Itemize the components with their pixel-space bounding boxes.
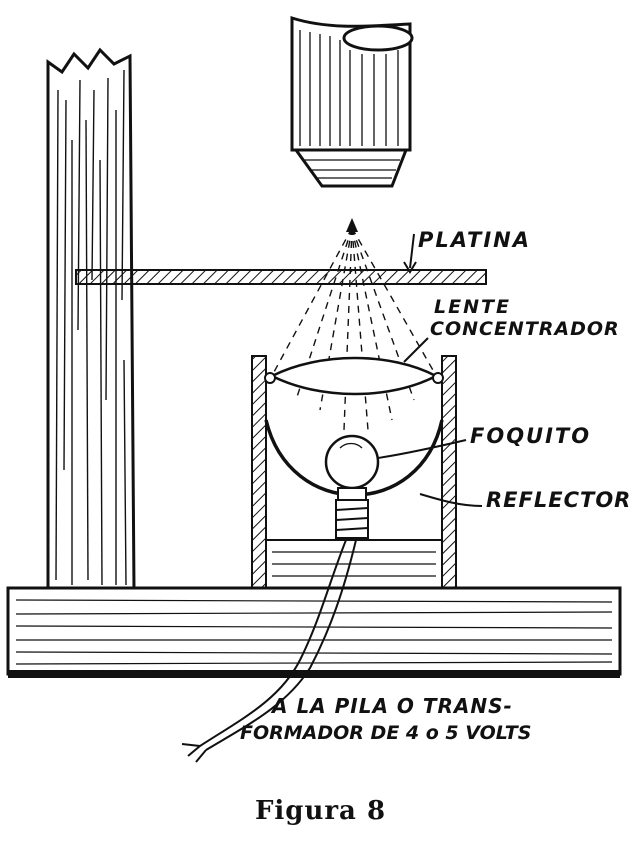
wooden-post: [46, 47, 136, 592]
arrowhead-platina: [403, 261, 417, 274]
light-cone: [273, 227, 435, 431]
label-concentrador: CONCENTRADOR: [430, 318, 620, 340]
label-power-line2: FORMADOR DE 4 o 5 VOLTS: [240, 722, 532, 744]
arrow-reflector: [419, 493, 483, 507]
label-platina: PLATINA: [418, 228, 531, 252]
arrow-foquito: [377, 439, 467, 459]
objective-tube: [290, 15, 414, 188]
label-reflector: REFLECTOR: [486, 488, 632, 512]
platina-stage: [75, 269, 487, 285]
focus-point-marker: [346, 218, 358, 232]
power-wire: [181, 539, 357, 763]
figure-caption: Figura 8: [254, 796, 387, 826]
label-lente: LENTE: [434, 296, 511, 318]
lamp-housing: [251, 355, 457, 589]
label-arrows: [377, 233, 483, 507]
arrow-platina: [409, 233, 415, 269]
condenser-lens: [264, 356, 444, 396]
label-foquito: FOQUITO: [470, 424, 592, 448]
arrow-lente: [403, 337, 429, 363]
label-power-line1: A LA PILA O TRANS-: [272, 694, 513, 718]
light-bulb: [324, 434, 380, 539]
base-board: [6, 586, 622, 678]
